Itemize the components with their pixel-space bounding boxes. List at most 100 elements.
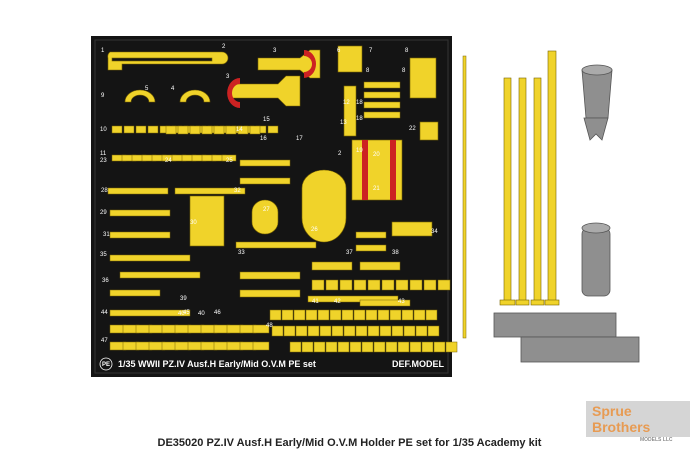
- part-number-label: 12: [343, 100, 350, 106]
- part-number-label: 42: [334, 299, 341, 305]
- red-marks: [227, 50, 396, 200]
- pe-strip-part: [363, 111, 401, 119]
- pe-strip-part: [355, 244, 387, 252]
- pe-strip-part: [271, 325, 284, 337]
- part-number-label: 18: [356, 100, 363, 106]
- pe-strip-part: [107, 187, 169, 195]
- part-number-label: 6: [337, 48, 341, 54]
- part-number-label: 45: [183, 310, 190, 316]
- pe-strip-part: [445, 341, 458, 353]
- pe-strip-part: [353, 279, 367, 291]
- part-number-label: 10: [100, 127, 107, 133]
- pe-strip-part: [225, 125, 237, 135]
- part-number-label: 13: [340, 120, 347, 126]
- pe-strip-part: [409, 279, 423, 291]
- fret-strips: [107, 81, 458, 353]
- part-number-label: 23: [100, 158, 107, 164]
- pe-strip-part: [307, 325, 320, 337]
- pe-strip-part: [363, 101, 401, 109]
- pe-strip-part: [165, 125, 177, 135]
- pe-strip-part: [337, 341, 350, 353]
- pe-strip-part: [367, 279, 381, 291]
- pe-strip-part: [123, 125, 135, 134]
- fret-title: 1/35 WWII PZ.IV Ausf.H Early/Mid O.V.M P…: [118, 359, 316, 369]
- pe-strip-part: [373, 341, 386, 353]
- pe-strip-part: [329, 309, 342, 321]
- brass-rod: [462, 55, 467, 339]
- part-number-label: 40: [178, 311, 185, 317]
- part-number-label: 47: [101, 338, 108, 344]
- part-number-label: 46: [214, 310, 221, 316]
- pe-strip-part: [359, 261, 401, 271]
- pe-strip-part: [353, 309, 366, 321]
- resin-canister-bottom: [581, 227, 611, 297]
- pe-strip-part: [355, 231, 387, 239]
- part-number-label: 26: [311, 227, 318, 233]
- pe-strip-part: [252, 324, 270, 334]
- part-number-label: 19: [356, 148, 363, 154]
- part-number-label: 17: [296, 136, 303, 142]
- part-number-label: 24: [165, 158, 172, 164]
- part-number-label: 27: [263, 207, 270, 213]
- part-number-label: 9: [101, 93, 105, 99]
- pe-strip-part: [389, 309, 402, 321]
- part-number-label: 41: [312, 299, 319, 305]
- pe-strip-part: [339, 279, 353, 291]
- pe-strip-part: [427, 325, 440, 337]
- pe-strip-part: [403, 325, 416, 337]
- part-number-label: 2: [222, 44, 226, 50]
- part-number-label: 11: [100, 151, 107, 157]
- pe-strip-part: [359, 299, 411, 307]
- part-number-label: 8: [366, 68, 370, 74]
- pe-strip-part: [174, 187, 246, 195]
- pe-strip-part: [361, 341, 374, 353]
- part-number-label: 3: [273, 48, 277, 54]
- pe-strip-part: [252, 341, 270, 351]
- brass-poles: [499, 50, 560, 306]
- pe-strip-part: [349, 341, 362, 353]
- part-number-label: 5: [145, 86, 149, 92]
- pe-strip-part: [317, 309, 330, 321]
- pe-strip-part: [313, 341, 326, 353]
- pe-strip-part: [423, 279, 437, 291]
- pe-strip-part: [281, 309, 294, 321]
- part-number-label: 31: [103, 232, 110, 238]
- brand-logo: DEF.MODEL: [392, 359, 445, 369]
- pe-strip-part: [401, 309, 414, 321]
- part-number-label: 44: [101, 310, 108, 316]
- pe-strip-part: [363, 81, 401, 89]
- pe-strip-part: [239, 289, 301, 298]
- caption: DE35020 PZ.IV Ausf.H Early/Mid O.V.M Hol…: [157, 437, 542, 449]
- part-number-label: 38: [392, 250, 399, 256]
- pe-strip-part: [269, 309, 282, 321]
- part-number-label: 14: [236, 127, 243, 133]
- pe-strip-part: [213, 125, 225, 135]
- pe-strip-part: [343, 325, 356, 337]
- pe-strip-part: [109, 289, 161, 297]
- pe-strip-part: [437, 279, 451, 291]
- pe-strip-part: [289, 341, 302, 353]
- resin-block-2: [520, 336, 640, 363]
- part-number-label: 15: [263, 117, 270, 123]
- part-number-label: 1: [101, 48, 105, 54]
- pe-strip-part: [305, 309, 318, 321]
- resin-canister-top: [581, 69, 613, 119]
- part-number-label: 8: [405, 48, 409, 54]
- pe-strip-part: [379, 325, 392, 337]
- pe-strip-part: [367, 325, 380, 337]
- pe-strip-part: [295, 325, 308, 337]
- pe-badge-circle: [99, 357, 113, 371]
- part-number-label: 37: [346, 250, 353, 256]
- part-number-label: 35: [100, 252, 107, 258]
- part-number-label: 20: [373, 152, 380, 158]
- pe-strip-part: [381, 279, 395, 291]
- pe-strip-part: [395, 279, 409, 291]
- pe-strip-part: [409, 341, 422, 353]
- part-number-label: 40: [198, 311, 205, 317]
- part-number-label: 29: [100, 210, 107, 216]
- pe-strip-part: [365, 309, 378, 321]
- part-number-label: 43: [398, 299, 405, 305]
- pe-strip-part: [325, 341, 338, 353]
